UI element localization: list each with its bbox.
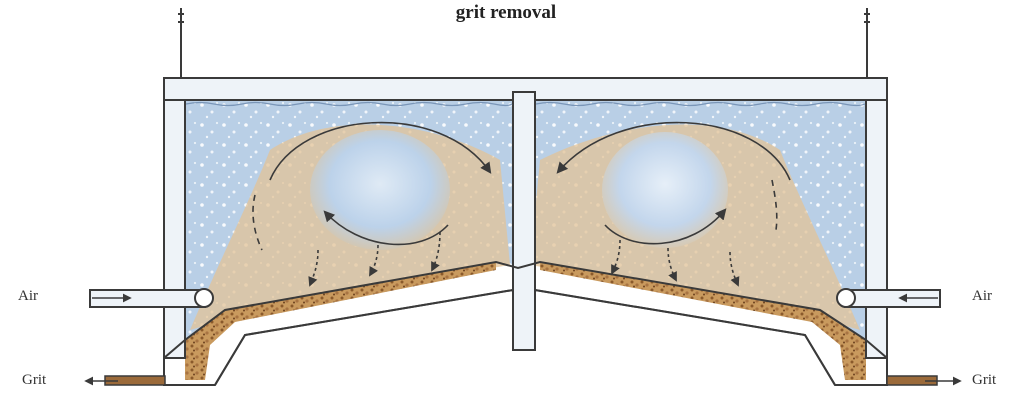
right-wall <box>866 78 887 358</box>
grit-label-right: Grit <box>972 372 996 389</box>
left-wall <box>164 78 185 358</box>
grit-label-left: Grit <box>22 372 46 389</box>
air-label-right: Air <box>972 288 992 305</box>
swirl-right <box>602 132 728 248</box>
center-baffle <box>513 92 535 350</box>
air-label-left: Air <box>18 288 38 305</box>
swirl-left <box>310 130 450 250</box>
diagram-title: grit removal <box>0 2 1012 24</box>
